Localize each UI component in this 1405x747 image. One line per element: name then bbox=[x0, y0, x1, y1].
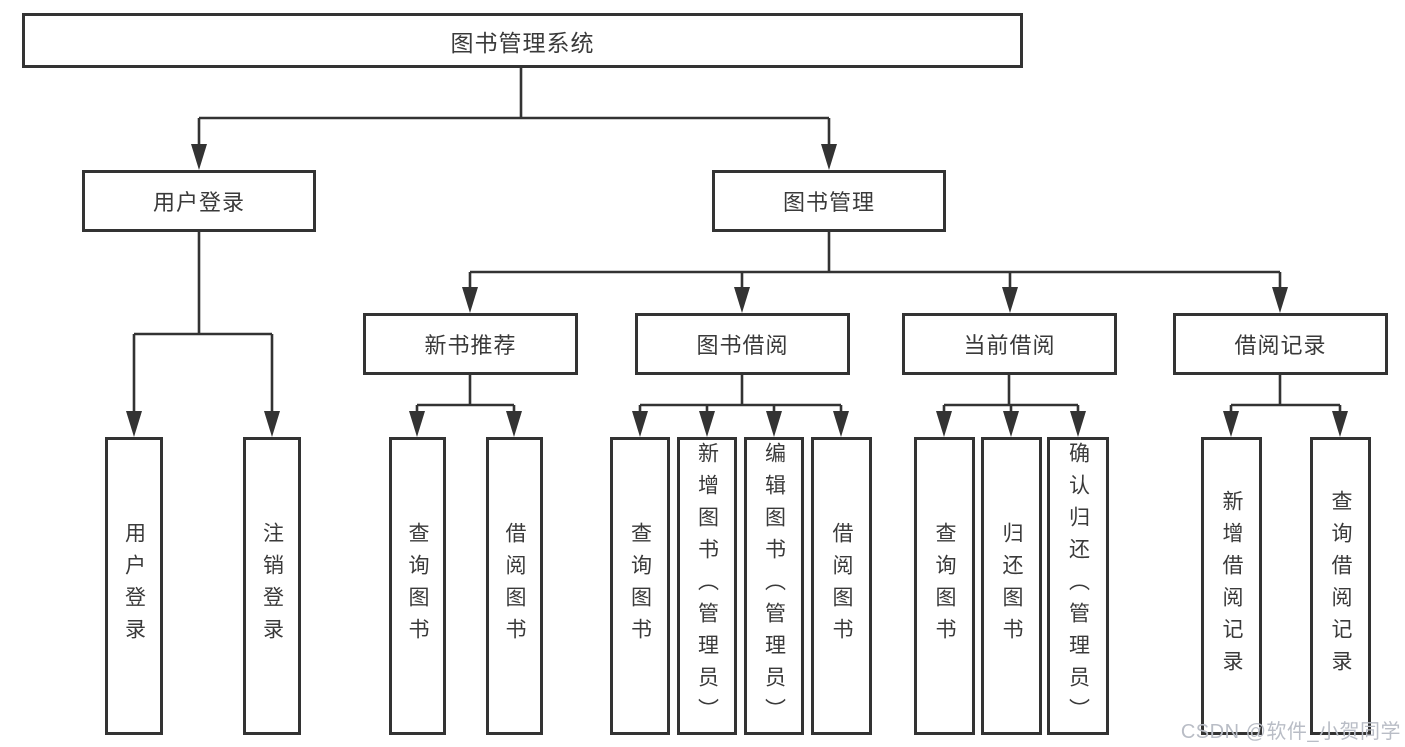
leaf-borrow-books-recommend: 借阅图书 bbox=[486, 437, 543, 735]
leaf-label: 查询图书 bbox=[933, 522, 956, 650]
leaf-label: 查询图书 bbox=[406, 522, 429, 650]
leaf-query-books-recommend: 查询图书 bbox=[389, 437, 446, 735]
leaf-label: 确认归还（管理员） bbox=[1066, 442, 1090, 730]
node-book-management: 图书管理 bbox=[712, 170, 946, 232]
connector-root-to-level2 bbox=[191, 68, 837, 170]
leaf-label: 借阅图书 bbox=[503, 522, 526, 650]
leaf-label: 查询借阅记录 bbox=[1329, 490, 1352, 682]
leaf-query-borrow-record: 查询借阅记录 bbox=[1310, 437, 1371, 735]
leaf-label: 注销登录 bbox=[260, 522, 284, 650]
connector-book-borrow-to-leaves bbox=[632, 375, 849, 437]
node-label: 借阅记录 bbox=[1234, 333, 1327, 358]
leaf-confirm-return-admin: 确认归还（管理员） bbox=[1047, 437, 1109, 735]
leaf-label: 查询图书 bbox=[628, 522, 652, 650]
leaf-label: 归还图书 bbox=[1000, 522, 1023, 650]
leaf-add-borrow-record: 新增借阅记录 bbox=[1201, 437, 1262, 735]
node-label: 新书推荐 bbox=[424, 333, 517, 358]
node-new-book-recommend: 新书推荐 bbox=[363, 313, 578, 375]
node-user-login-branch: 用户登录 bbox=[82, 170, 316, 232]
node-borrow-records: 借阅记录 bbox=[1173, 313, 1388, 375]
leaf-edit-book-admin: 编辑图书（管理员） bbox=[744, 437, 804, 735]
leaf-logout: 注销登录 bbox=[243, 437, 301, 735]
node-current-borrowing: 当前借阅 bbox=[902, 313, 1117, 375]
leaf-add-book-admin: 新增图书（管理员） bbox=[677, 437, 737, 735]
connector-user-login-to-leaves bbox=[126, 232, 280, 437]
leaf-return-books: 归还图书 bbox=[981, 437, 1042, 735]
node-label: 用户登录 bbox=[152, 190, 245, 215]
node-label: 当前借阅 bbox=[963, 333, 1056, 358]
connector-borrow-records-to-leaves bbox=[1223, 375, 1348, 437]
node-label: 图书管理系统 bbox=[450, 29, 595, 56]
node-label: 图书管理 bbox=[782, 190, 875, 215]
leaf-borrow-books-borrowing: 借阅图书 bbox=[811, 437, 872, 735]
leaf-query-books-borrowing: 查询图书 bbox=[610, 437, 670, 735]
leaf-query-books-current: 查询图书 bbox=[914, 437, 975, 735]
leaf-label: 用户登录 bbox=[122, 522, 146, 650]
leaf-label: 新增借阅记录 bbox=[1220, 490, 1243, 682]
leaf-label: 借阅图书 bbox=[830, 522, 853, 650]
connector-book-mgmt-to-level3 bbox=[462, 232, 1288, 313]
connector-new-book-to-leaves bbox=[409, 375, 522, 437]
watermark: CSDN @软件_小贺同学 bbox=[1180, 721, 1401, 743]
leaf-label: 编辑图书（管理员） bbox=[762, 442, 786, 730]
node-label: 图书借阅 bbox=[696, 333, 789, 358]
node-book-borrowing: 图书借阅 bbox=[635, 313, 850, 375]
node-system-root: 图书管理系统 bbox=[22, 13, 1023, 68]
connector-current-borrow-to-leaves bbox=[936, 375, 1086, 437]
leaf-user-login: 用户登录 bbox=[105, 437, 163, 735]
leaf-label: 新增图书（管理员） bbox=[695, 442, 719, 730]
